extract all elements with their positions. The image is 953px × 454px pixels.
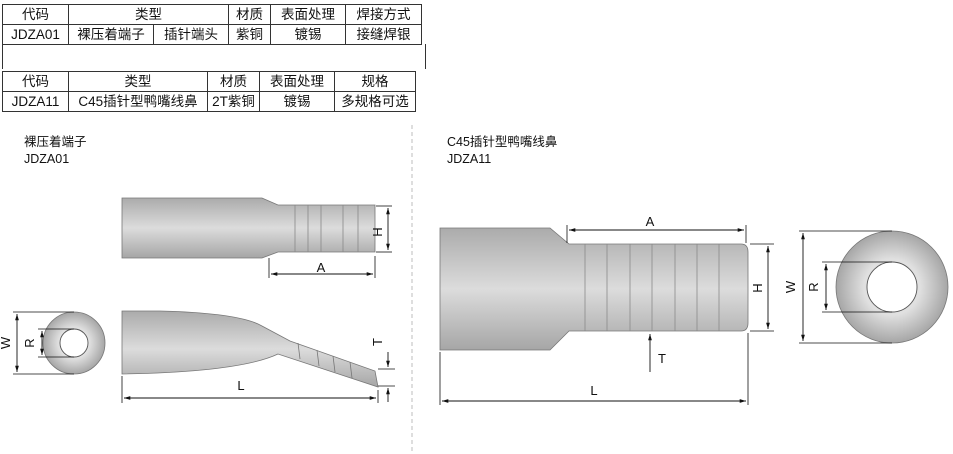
left-view-code: JDZA01 (24, 152, 70, 166)
dim-a-right-label: A (646, 214, 655, 229)
header-cell: 表面处理 (259, 71, 335, 92)
table-cell: 插针端头 (153, 24, 229, 45)
header-cell: 代码 (2, 71, 69, 92)
table-header-row: 代码 类型 材质 表面处理 焊接方式 (2, 4, 422, 25)
table-row: JDZA11 C45插针型鸭嘴线鼻 2T紫铜 镀锡 多规格可选 (2, 91, 416, 112)
header-cell: 焊接方式 (345, 4, 422, 25)
crimp-rings (294, 205, 359, 252)
table-cell: 接缝焊银 (345, 24, 422, 45)
dim-t-label: T (370, 338, 385, 346)
dim-r-right-label: R (806, 282, 821, 291)
table-cell: 镀锡 (259, 91, 335, 112)
table-cell: 2T紫铜 (207, 91, 260, 112)
dim-r-label: R (22, 338, 37, 347)
table-cell: JDZA11 (2, 91, 69, 112)
header-cell: 材质 (207, 71, 260, 92)
table-row: JDZA01 裸压着端子 插针端头 紫铜 镀锡 接缝焊银 (2, 24, 422, 45)
dim-a-label: A (317, 260, 326, 275)
right-view-code: JDZA11 (447, 152, 492, 166)
terminal-top-view (121, 197, 376, 259)
table-cell: C45插针型鸭嘴线鼻 (68, 91, 208, 112)
table-cell: 裸压着端子 (68, 24, 154, 45)
dim-l-right-label: L (590, 383, 597, 398)
table-cell: 多规格可选 (334, 91, 416, 112)
dim-h-right-label: H (750, 283, 765, 292)
duckbill-terminal-view (439, 227, 749, 351)
ring-hole (59, 328, 89, 358)
table-header-row: 代码 类型 材质 表面处理 规格 (2, 71, 416, 92)
ring-hole-right (866, 261, 918, 313)
dim-w-right-label: W (783, 280, 798, 293)
dim-t-right-label: T (658, 351, 666, 366)
left-view-name: 裸压着端子 (24, 135, 87, 149)
table-spacer (2, 44, 426, 69)
terminal-side-view (121, 310, 379, 388)
right-view-caption: C45插针型鸭嘴线鼻 JDZA11 (447, 134, 557, 168)
duckbill-crimp-lines (584, 244, 720, 331)
table-cell: JDZA01 (2, 24, 69, 45)
spec-table-jdza11: 代码 类型 材质 表面处理 规格 JDZA11 C45插针型鸭嘴线鼻 2T紫铜 … (2, 71, 416, 112)
side-crimp-lines (297, 342, 353, 379)
dim-w-label: W (0, 336, 13, 349)
dim-l-label: L (237, 378, 244, 393)
table-cell: 镀锡 (270, 24, 346, 45)
left-view-caption: 裸压着端子 JDZA01 (24, 134, 87, 168)
right-view-name: C45插针型鸭嘴线鼻 (447, 135, 558, 149)
spec-table-jdza01: 代码 类型 材质 表面处理 焊接方式 JDZA01 裸压着端子 插针端头 紫铜 … (2, 4, 422, 45)
dim-h-label: H (370, 227, 385, 236)
